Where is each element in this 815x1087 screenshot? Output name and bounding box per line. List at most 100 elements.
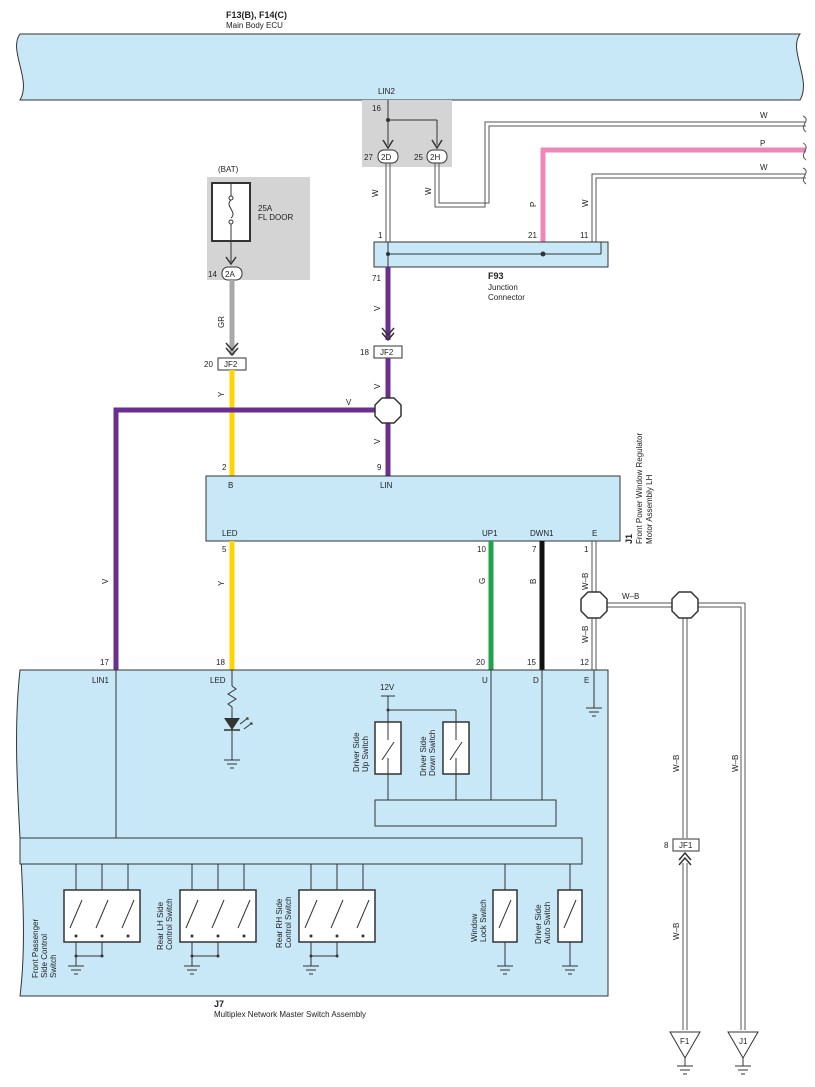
motor-line2: Motor Assembly LH	[645, 474, 654, 544]
connector-jf2-top: JF2	[373, 345, 403, 359]
wire-label-w-2h: W	[424, 187, 433, 195]
wire-label-wb-5: W–B	[731, 755, 740, 772]
svg-text:Control Switch: Control Switch	[284, 896, 293, 948]
master-code: J7	[214, 999, 224, 1009]
svg-text:B: B	[228, 481, 233, 490]
ecu-lin2-label: LIN2	[378, 87, 395, 96]
wire-label-w-right: W	[760, 163, 768, 172]
master-box	[16, 669, 609, 997]
connector-jf2-left: JF2	[217, 357, 247, 371]
svg-text:17: 17	[100, 658, 109, 667]
top-pin-27: 27	[364, 153, 373, 162]
svg-text:Down Switch: Down Switch	[428, 730, 437, 776]
svg-text:20: 20	[204, 360, 213, 369]
connector-2d: 2D	[377, 149, 399, 164]
led-icon	[224, 718, 240, 730]
svg-text:LIN: LIN	[380, 481, 393, 490]
svg-text:JF1: JF1	[679, 841, 693, 850]
voltage-label: 12V	[380, 683, 395, 692]
resistor-icon	[227, 685, 237, 718]
fuse-rating: 25A	[258, 204, 273, 213]
wire-label-p: P	[760, 139, 765, 148]
svg-text:18: 18	[360, 348, 369, 357]
svg-text:10: 10	[477, 545, 486, 554]
svg-text:2: 2	[222, 463, 227, 472]
wire-label-w-top: W	[760, 111, 768, 120]
switch-logic-block	[374, 799, 557, 827]
svg-text:E: E	[584, 676, 589, 685]
svg-text:12: 12	[580, 658, 589, 667]
wire-label-b: B	[529, 579, 538, 584]
svg-text:E: E	[592, 529, 597, 538]
svg-text:Front Passenger: Front Passenger	[31, 919, 40, 978]
top-pin-16: 16	[372, 104, 381, 113]
svg-text:Lock Switch: Lock Switch	[479, 899, 488, 942]
window-lock-switch: Window Lock Switch	[470, 864, 518, 975]
svg-text:18: 18	[216, 658, 225, 667]
motor-code: J1	[624, 534, 634, 544]
connector-2h: 2H	[426, 149, 448, 164]
splice-wb-2	[671, 591, 699, 619]
fuse-name: FL DOOR	[258, 213, 293, 222]
svg-text:JF2: JF2	[380, 348, 394, 357]
wire-label-y-2: Y	[217, 580, 226, 586]
main-body-ecu-box	[16, 33, 804, 101]
internal-bus	[19, 837, 583, 865]
rear-rh-switch: Rear RH Side Control Switch	[275, 864, 376, 975]
wire-label-y-1: Y	[217, 391, 226, 397]
svg-text:8: 8	[664, 841, 669, 850]
svg-text:Control Switch: Control Switch	[165, 898, 174, 950]
svg-text:71: 71	[372, 274, 381, 283]
motor-line1: Front Power Window Regulator	[635, 433, 644, 544]
svg-text:Rear RH Side: Rear RH Side	[275, 898, 284, 948]
svg-text:LED: LED	[210, 676, 226, 685]
wire-label-v-2: V	[373, 383, 382, 389]
svg-text:UP1: UP1	[482, 529, 498, 538]
wire-label-w-11: W	[581, 199, 590, 207]
splice-wb-1	[580, 591, 608, 619]
ecu-name: Main Body ECU	[226, 21, 283, 30]
main-body-ecu: F13(B), F14(C) Main Body ECU LIN2	[16, 10, 804, 101]
rear-lh-switch: Rear LH Side Control Switch	[156, 864, 257, 975]
connector-jf1: JF1	[672, 838, 700, 852]
wire-label-g: G	[478, 578, 487, 584]
wire-label-wb-4: W–B	[672, 755, 681, 772]
master-name: Multiplex Network Master Switch Assembly	[214, 1010, 366, 1019]
wire-label-v-5: V	[101, 578, 110, 584]
svg-text:Up Switch: Up Switch	[361, 736, 370, 772]
junction-line1: Junction	[488, 283, 518, 292]
svg-text:1: 1	[584, 545, 589, 554]
ecu-code: F13(B), F14(C)	[226, 10, 287, 20]
wire-label-v-3: V	[373, 438, 382, 444]
fuse-icon	[228, 199, 234, 219]
wire-label-w-2d: W	[371, 189, 380, 197]
wire-label-v-1: V	[373, 305, 382, 311]
fuse-source: (BAT)	[218, 165, 239, 174]
junction-line2: Connector	[488, 293, 525, 302]
svg-text:2D: 2D	[381, 153, 391, 162]
svg-text:D: D	[533, 676, 539, 685]
wire-label-wb-2: W–B	[581, 626, 590, 643]
svg-text:Window: Window	[470, 913, 479, 942]
svg-text:J1: J1	[739, 1037, 748, 1046]
front-passenger-switch: Front Passenger Side Control Switch	[31, 864, 141, 978]
fuse-pin-14: 14	[208, 270, 217, 279]
ground-j1: J1	[727, 1031, 759, 1075]
wire-label-wb-1: W–B	[581, 573, 590, 590]
svg-text:5: 5	[222, 545, 227, 554]
svg-text:JF2: JF2	[224, 360, 238, 369]
top-pin-25: 25	[414, 153, 423, 162]
svg-text:15: 15	[527, 658, 536, 667]
svg-text:Auto Switch: Auto Switch	[543, 902, 552, 944]
fuse-area: (BAT) 25A FL DOOR 2A 14	[207, 165, 310, 281]
ground-f1: F1	[669, 1031, 701, 1075]
svg-text:11: 11	[580, 231, 589, 240]
svg-text:1: 1	[378, 231, 383, 240]
svg-text:2A: 2A	[225, 270, 235, 279]
wire-label-wb-6: W–B	[672, 923, 681, 940]
svg-text:Driver Side: Driver Side	[534, 904, 543, 944]
svg-text:Driver Side: Driver Side	[352, 732, 361, 772]
driver-auto-switch: Driver Side Auto Switch	[534, 864, 583, 975]
svg-text:Side Control: Side Control	[40, 934, 49, 978]
